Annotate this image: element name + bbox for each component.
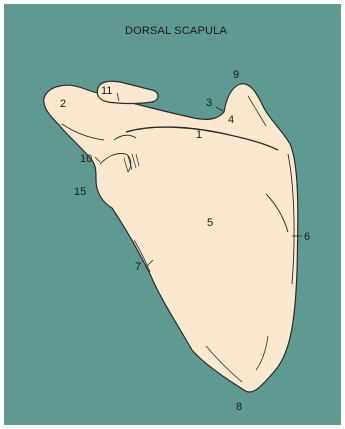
label-1: 1 bbox=[196, 129, 202, 141]
label-10: 10 bbox=[80, 153, 92, 165]
label-3: 3 bbox=[206, 97, 212, 109]
label-7: 7 bbox=[135, 261, 141, 273]
label-4: 4 bbox=[228, 114, 234, 126]
label-5: 5 bbox=[207, 217, 213, 229]
label-6: 6 bbox=[304, 231, 310, 243]
scapula-diagram: DORSAL SCAPULA 2 11 9 3 4 1 10 15 5 6 7 … bbox=[4, 4, 341, 425]
label-15: 15 bbox=[74, 186, 86, 198]
leader-3 bbox=[216, 107, 223, 111]
label-11: 11 bbox=[101, 85, 112, 97]
scapula-body bbox=[44, 84, 298, 392]
figure-title: DORSAL SCAPULA bbox=[125, 25, 227, 37]
label-2: 2 bbox=[60, 98, 66, 110]
label-8: 8 bbox=[236, 401, 242, 413]
label-9: 9 bbox=[233, 69, 239, 81]
